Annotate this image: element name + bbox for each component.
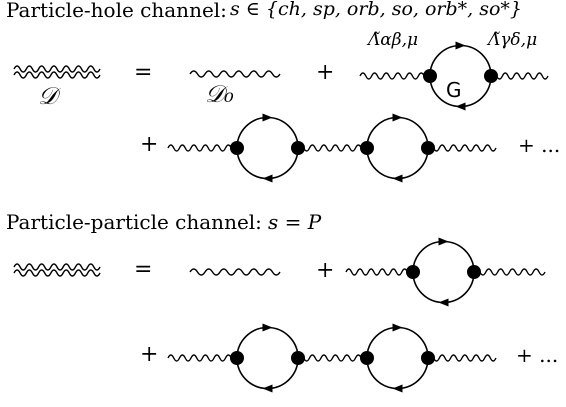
pp-r3-bubble-loop <box>412 240 475 304</box>
ph-r2-bubble-2-vertex-left <box>360 141 374 155</box>
green-function-label: G <box>446 78 462 102</box>
ph-r2-bubble-1-loop <box>236 116 299 180</box>
ph-r2-bubble-2-arrow-top <box>392 113 403 122</box>
ph-title: Particle-hole channel: <box>6 0 227 22</box>
pp-r3-bubble-vertex-right <box>467 265 481 279</box>
pp-ellipsis: + ... <box>516 343 559 367</box>
ph-r1-bubble-arrow-bottom <box>455 102 466 111</box>
pp-r4-bubble-1-loop <box>236 326 299 390</box>
ph-bare-propagator <box>189 70 281 78</box>
pp-r4-bubble-2-arrow-top <box>392 323 403 332</box>
pp-r4-wave-mid <box>297 354 368 362</box>
pp-r4-bubble-1-vertex-right <box>291 351 305 365</box>
pp-title: Particle-particle channel: <box>6 210 262 234</box>
pp-r4-bubble-2-loop <box>366 326 429 390</box>
ph-r2-wave-out <box>427 144 497 152</box>
ph-r1-bubble-vertex-right <box>484 69 498 83</box>
ph-d0-label: 𝒟₀ <box>205 80 234 108</box>
pp-r4-bubble-1-arrow-bottom <box>262 384 273 393</box>
pp-r4-wave-in <box>167 354 238 362</box>
ph-r2-bubble-1-vertex-right <box>291 141 305 155</box>
pp-bare-propagator <box>189 268 281 276</box>
vertex-left-label: Λ̃αβ,μ <box>368 30 419 50</box>
ph-r2-bubble-1-arrow-top <box>262 113 273 122</box>
ph-r2-bubble-1-arrow-bottom <box>262 174 273 183</box>
ph-plus-2: + <box>140 132 159 157</box>
ph-dressed-propagator-a <box>13 65 101 73</box>
ph-dressed-propagator-b <box>13 71 101 79</box>
ph-r2-bubble-2-vertex-right <box>421 141 435 155</box>
ph-r1-bubble-vertex-left <box>423 69 437 83</box>
pp-r3-bubble-vertex-left <box>406 265 420 279</box>
pp-r3-wave-out <box>473 268 546 276</box>
ph-r1-wave-in <box>359 72 431 80</box>
ph-r2-bubble-1-vertex-left <box>230 141 244 155</box>
ph-r2-bubble-2-arrow-bottom <box>392 174 403 183</box>
pp-dressed-propagator-b <box>13 269 101 277</box>
ph-lhs-label: 𝒟 <box>38 82 58 110</box>
pp-dressed-propagator-a <box>13 263 101 271</box>
pp-plus-1: + <box>316 258 335 283</box>
pp-r3-bubble-arrow-bottom <box>438 298 449 307</box>
pp-r4-bubble-2-vertex-left <box>360 351 374 365</box>
ph-r2-bubble-2-loop <box>366 116 429 180</box>
pp-r3-wave-in <box>345 268 414 276</box>
pp-r4-bubble-2-arrow-bottom <box>392 384 403 393</box>
vertex-right-label: Λ̃γδ,μ <box>488 30 538 50</box>
pp-r4-bubble-2-vertex-right <box>421 351 435 365</box>
ph-r1-wave-out <box>490 72 549 80</box>
pp-r4-bubble-1-arrow-top <box>262 323 273 332</box>
ph-condition: s ∈ {ch, sp, orb, so, orb*, so*} <box>230 0 523 20</box>
pp-r4-wave-out <box>427 354 497 362</box>
ph-ellipsis: + ... <box>518 133 561 157</box>
ph-r2-wave-mid <box>297 144 368 152</box>
ph-equals: = <box>134 60 153 85</box>
pp-equals: = <box>134 257 153 282</box>
pp-r3-bubble-arrow-top <box>438 237 449 246</box>
ph-plus-1: + <box>316 60 335 85</box>
pp-r4-bubble-1-vertex-left <box>230 351 244 365</box>
pp-plus-2: + <box>140 342 159 367</box>
ph-r1-bubble-arrow-top <box>455 41 466 50</box>
ph-r2-wave-in <box>167 144 238 152</box>
pp-condition: s = P <box>268 210 322 234</box>
